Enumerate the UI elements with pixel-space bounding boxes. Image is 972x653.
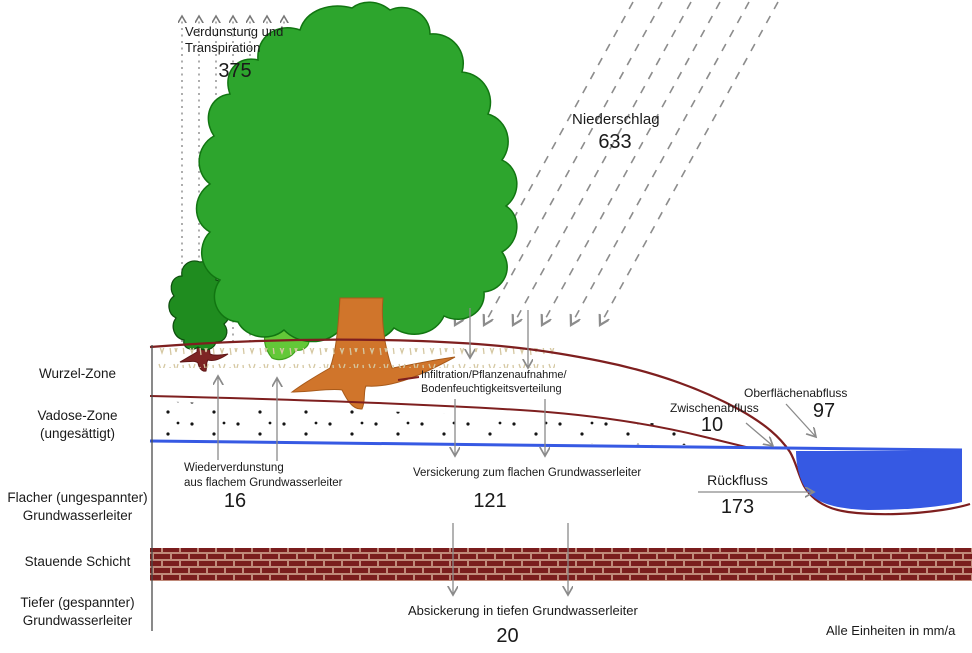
zone-label-flacher: Flacher (ungespannter) Grundwasserleiter — [7, 490, 148, 523]
label-infiltration: Infiltration/Pflanzenaufnahme/ Bodenfeuc… — [421, 369, 567, 396]
label-zwischenabfluss: Zwischenabfluss — [670, 401, 759, 415]
value-rueckfluss: 173 — [720, 496, 755, 518]
water-table-line — [149, 439, 963, 452]
ground-surface-line — [149, 338, 971, 516]
arrow-zwischenabfluss — [745, 422, 773, 446]
value-oberflaechenabfluss: 97 — [812, 400, 836, 422]
label-versickerung: Versickerung zum flachen Grundwasserleit… — [413, 467, 642, 479]
vadose-zone-dots — [158, 401, 695, 445]
zone-label-wurzel: Wurzel-Zone — [38, 366, 117, 381]
value-verdunstung: 375 — [218, 60, 252, 82]
label-verdunstung: Verdunstung und Transpiration — [185, 24, 284, 56]
label-oberflaechenabfluss: Oberflächenabfluss — [744, 386, 848, 400]
value-versickerung: 121 — [473, 490, 507, 512]
aquitard-brick-layer — [150, 548, 972, 581]
arrow-oberflaechenabfluss — [785, 403, 816, 437]
infiltration-leader-line — [397, 376, 420, 381]
label-wiederverdunstung: Wiederverdunstung aus flachem Grundwasse… — [184, 462, 343, 489]
value-absickerung: 20 — [496, 625, 519, 647]
label-niederschlag: Niederschlag — [572, 111, 660, 128]
value-niederschlag: 633 — [598, 131, 632, 153]
zone-label-tiefer: Tiefer (gespannter) Grundwasserleiter — [20, 595, 135, 628]
label-absickerung: Absickerung in tiefen Grundwasserleiter — [408, 603, 638, 618]
value-wiederverdunstung: 16 — [223, 490, 247, 512]
root-zone-bottom-line — [149, 395, 751, 449]
label-rueckfluss: Rückfluss — [707, 472, 768, 488]
stream-water — [796, 451, 962, 510]
zone-label-stauende: Stauende Schicht — [24, 554, 131, 569]
root-zone-texture — [155, 348, 555, 368]
zone-label-vadose: Vadose-Zone (ungesättigt) — [37, 408, 118, 441]
units-footnote: Alle Einheiten in mm/a — [826, 623, 956, 638]
value-zwischenabfluss: 10 — [700, 414, 724, 436]
